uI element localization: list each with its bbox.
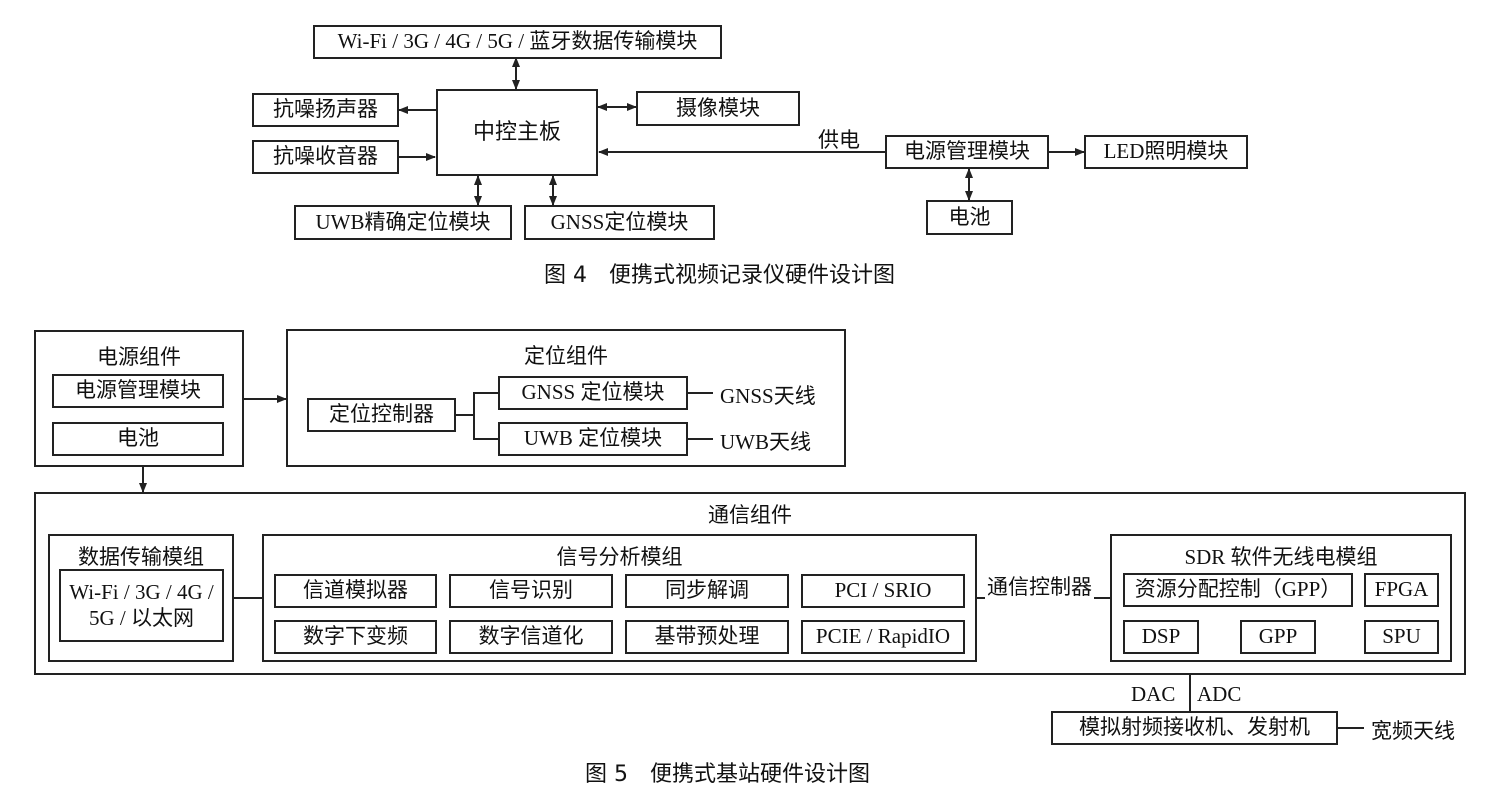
data-transmission-group-title: 数据传输模组 xyxy=(78,545,204,569)
positioning-fork xyxy=(456,392,498,440)
power-group: 电源组件 xyxy=(34,330,244,467)
fpga-box: FPGA xyxy=(1364,573,1439,607)
figure5-caption: 图 5 便携式基站硬件设计图 xyxy=(585,762,870,787)
sync-demodulation-box: 同步解调 xyxy=(625,574,789,608)
network-interfaces-line2: 5G / 以太网 xyxy=(89,605,194,630)
power-group-title: 电源组件 xyxy=(97,345,181,369)
positioning-group: 定位组件 xyxy=(286,329,846,467)
power-management-box: 电源管理模块 xyxy=(52,374,224,408)
network-interfaces-box: Wi-Fi / 3G / 4G / 5G / 以太网 xyxy=(59,569,224,642)
gnss-antenna-label: GNSS天线 xyxy=(720,384,816,408)
gnss-positioning-module-box: GNSS 定位模块 xyxy=(498,376,688,410)
positioning-controller-box: 定位控制器 xyxy=(307,398,456,432)
digital-downconversion-box: 数字下变频 xyxy=(274,620,437,654)
communication-controller-label: 通信控制器 xyxy=(985,571,1094,601)
communication-group: 通信组件 xyxy=(34,492,1466,675)
battery-box: 电池 xyxy=(926,200,1013,235)
positioning-group-title: 定位组件 xyxy=(524,344,608,368)
pci-srio-box: PCI / SRIO xyxy=(801,574,965,608)
analog-rf-transceiver-box: 模拟射频接收机、发射机 xyxy=(1051,711,1338,745)
communication-group-title: 通信组件 xyxy=(708,503,792,527)
gpp-box: GPP xyxy=(1240,620,1316,654)
camera-box: 摄像模块 xyxy=(636,91,800,126)
uwb-module-box: UWB精确定位模块 xyxy=(294,205,512,240)
resource-allocation-box: 资源分配控制（GPP） xyxy=(1123,573,1353,607)
uwb-antenna-label: UWB天线 xyxy=(720,430,811,454)
data-transmission-group: 数据传输模组 xyxy=(48,534,234,662)
microphone-box: 抗噪收音器 xyxy=(252,140,399,174)
figure4-caption: 图 4 便携式视频记录仪硬件设计图 xyxy=(544,263,895,288)
speaker-box: 抗噪扬声器 xyxy=(252,93,399,127)
led-lighting-box: LED照明模块 xyxy=(1084,135,1248,169)
pcie-rapidio-box: PCIE / RapidIO xyxy=(801,620,965,654)
mainboard-box: 中控主板 xyxy=(436,89,598,176)
signal-recognition-box: 信号识别 xyxy=(449,574,613,608)
baseband-preprocessing-box: 基带预处理 xyxy=(625,620,789,654)
network-interfaces-line1: Wi-Fi / 3G / 4G / xyxy=(69,580,214,605)
uwb-positioning-module-box: UWB 定位模块 xyxy=(498,422,688,456)
sdr-group: SDR 软件无线电模组 xyxy=(1110,534,1452,662)
spu-box: SPU xyxy=(1364,620,1439,654)
dsp-box: DSP xyxy=(1123,620,1199,654)
gnss-module-box: GNSS定位模块 xyxy=(524,205,715,240)
digital-channelization-box: 数字信道化 xyxy=(449,620,613,654)
wireless-module-box: Wi-Fi / 3G / 4G / 5G / 蓝牙数据传输模块 xyxy=(313,25,722,59)
channel-simulator-box: 信道模拟器 xyxy=(274,574,437,608)
wideband-antenna-label: 宽频天线 xyxy=(1371,719,1455,743)
battery-box: 电池 xyxy=(52,422,224,456)
adc-label: ADC xyxy=(1197,682,1242,706)
power-supply-label: 供电 xyxy=(818,128,860,152)
signal-analysis-group: 信号分析模组 xyxy=(262,534,977,662)
dac-label: DAC xyxy=(1131,682,1176,706)
sdr-group-title: SDR 软件无线电模组 xyxy=(1184,545,1378,569)
signal-analysis-group-title: 信号分析模组 xyxy=(556,545,683,569)
power-management-box: 电源管理模块 xyxy=(885,135,1049,169)
